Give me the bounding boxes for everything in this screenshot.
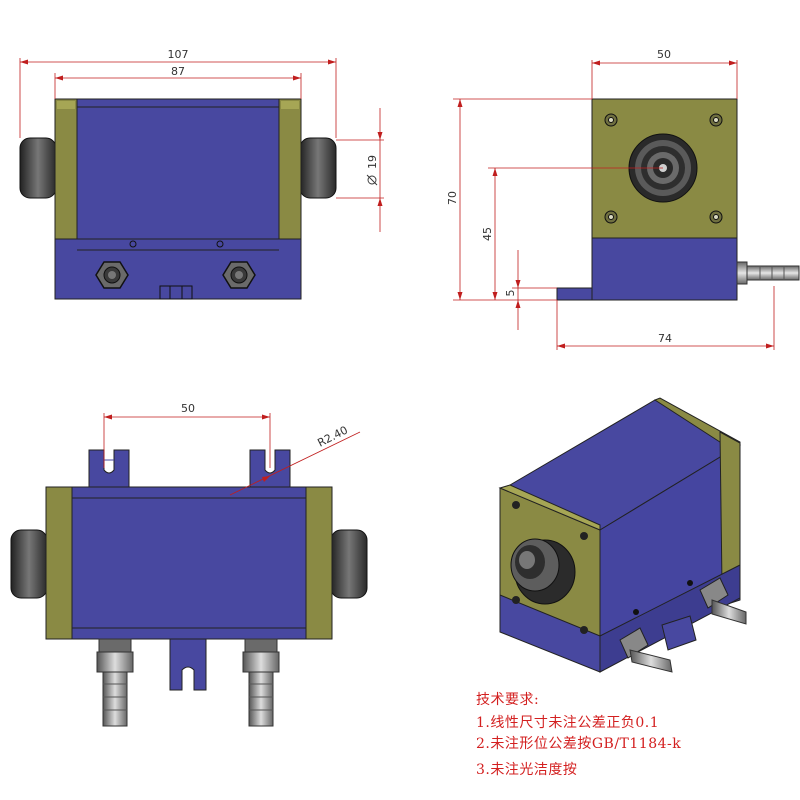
top-barb-left [96,651,134,727]
top-barb-right [242,651,280,727]
iso-barb-right [699,577,747,625]
dim-top-slot-radius: R2.40 [315,423,350,449]
diameter-symbol-icon [366,174,378,186]
iso-nozzle [510,538,576,605]
technical-notes: 技术要求: 1.线性尺寸未注公差正负0.1 2.未注形位公差按GB/T1184-… [476,690,786,781]
dim-front-body: 87 [171,65,185,78]
top-ear-right [249,449,291,491]
hex-fitting-left [95,261,129,289]
side-lower-body [591,237,738,301]
isometric-view [498,397,747,673]
dim-side-base: 5 [504,290,517,297]
top-left-end-plate [45,486,73,640]
right-end-plate [278,98,302,240]
dim-side-height: 70 [446,191,459,205]
dim-front-overall: 107 [168,48,189,61]
top-right-end-plate [305,486,333,640]
front-dimensions [19,58,384,232]
dim-nozzle-dia: 19 [366,155,379,169]
left-nozzle [19,137,57,199]
side-corner-holes [604,113,723,224]
side-barb-fitting [736,261,800,285]
top-view [10,449,368,727]
hex-fitting-right [222,261,256,289]
top-right-nozzle [330,529,368,599]
front-body [76,98,280,251]
top-dimensions [103,413,361,496]
dim-side-base-width: 74 [658,332,672,345]
side-view [556,98,800,301]
top-left-nozzle [10,529,48,599]
dim-top-slot-spacing: 50 [181,402,195,415]
dim-side-width: 50 [657,48,671,61]
note-item: 2.未注形位公差按GB/T1184-k [476,736,682,752]
left-end-plate [54,98,78,240]
top-ear-left [88,449,130,491]
dim-side-center: 45 [481,227,494,241]
notes-title: 技术要求: [476,692,540,708]
side-dimensions [453,60,775,350]
front-view [19,98,337,300]
top-ear-bottom [169,638,207,691]
iso-barb-left [619,627,673,673]
top-body [71,486,307,640]
right-nozzle [299,137,337,199]
note-item: 1.线性尺寸未注公差正负0.1 [476,715,660,731]
note-item: 3.未注光洁度按 [476,762,578,778]
